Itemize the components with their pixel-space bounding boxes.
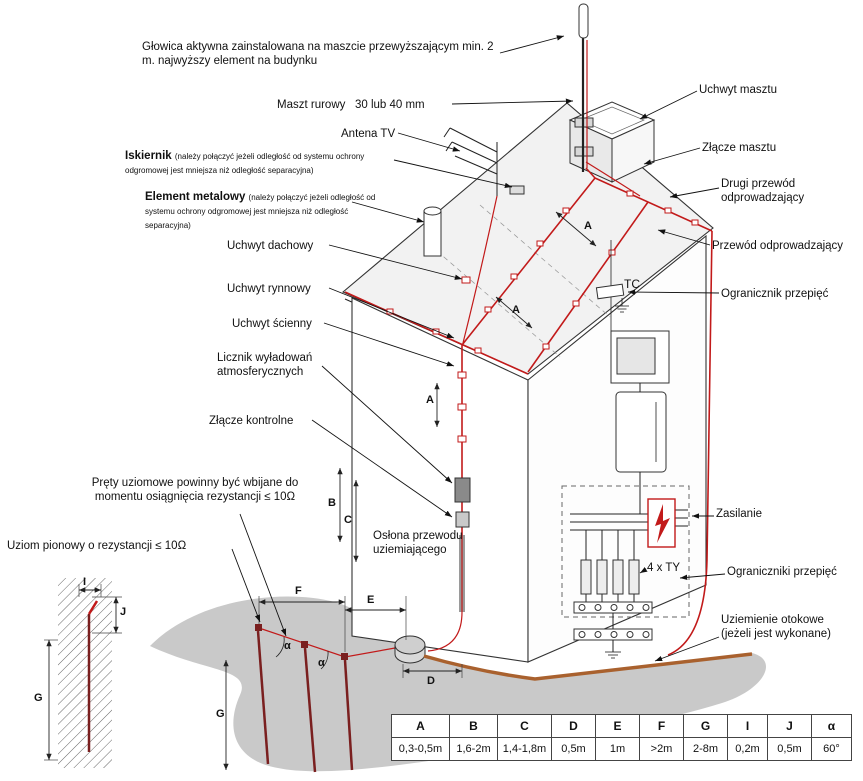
label-active-head: Głowica aktywna zainstalowana na maszcie… [142, 41, 494, 68]
dim-c: C [344, 514, 352, 526]
label-wall-holder: Uchwyt ścienny [232, 318, 312, 330]
vertical-earth-detail [44, 578, 122, 768]
inspection-pit-icon [394, 635, 426, 664]
dim-g: G [216, 708, 225, 720]
active-head-icon [578, 3, 589, 39]
chimney [568, 101, 656, 183]
table-header: J [767, 714, 812, 738]
lightning-counter-icon [454, 477, 471, 503]
label-gutter-holder: Uchwyt rynnowy [227, 283, 311, 295]
label-metal-element: Element metalowy (należy połączyć jeżeli… [145, 191, 376, 231]
table-cell: 2-8m [683, 737, 728, 761]
tc-device-icon [595, 283, 625, 300]
label-spark-gap: Iskiernik (należy połączyć jeżeli odległ… [125, 150, 365, 176]
dim-alpha: α [318, 657, 325, 669]
table-header: E [595, 714, 640, 738]
dim-e: E [367, 594, 375, 606]
dim-d: D [427, 675, 435, 687]
table-cell: 1m [595, 737, 640, 761]
label-power-supply: Zasilanie [716, 508, 763, 520]
table-header-row: A B C D E F G I J α [391, 714, 852, 738]
label-mast: Maszt rurowy 30 lub 40 mm [277, 99, 425, 111]
metal-element-icon [423, 206, 442, 257]
table-header: A [391, 714, 450, 738]
dim-i: I [83, 576, 87, 588]
label-test-joint: Złącze kontrolne [209, 415, 294, 427]
dim-a: A [584, 220, 592, 232]
table-cell: 1,4-1,8m [497, 737, 552, 761]
distribution-box [561, 485, 690, 618]
spark-gap-icon [509, 185, 525, 195]
test-joint-icon [455, 511, 470, 528]
surge-arresters-icon [580, 559, 640, 595]
earth-loop [423, 652, 753, 681]
table-cell: 0,5m [551, 737, 596, 761]
label-conductor-sheath: Osłona przewodu uziemiającego [373, 530, 463, 557]
label-mast-bracket: Uchwyt masztu [699, 84, 777, 96]
mast [578, 3, 589, 172]
ground-symbol-icon [615, 298, 629, 313]
cabinet-icon [615, 391, 667, 473]
down-conductor [427, 345, 471, 652]
ground-symbol-icon [605, 651, 621, 659]
surge-equipment [561, 240, 690, 659]
table-header: G [683, 714, 728, 738]
table-header: C [497, 714, 552, 738]
table-value-row: 0,3-0,5m 1,6-2m 1,4-1,8m 0,5m 1m >2m 2-8… [391, 737, 852, 761]
dim-f: F [295, 585, 302, 597]
tv-antenna-icon [443, 127, 498, 344]
label-vertical-earth: Uziom pionowy o rezystancji ≤ 10Ω [7, 540, 187, 552]
roof-conductors [344, 161, 713, 656]
dim-b: B [328, 497, 336, 509]
label-four-ty: 4 x TY [647, 562, 681, 574]
label-surge-limiter: Ogranicznik przepięć [721, 288, 829, 300]
table-cell: 0,2m [727, 737, 768, 761]
label-down-conductor: Przewód odprowadzający [712, 240, 844, 252]
dim-a: A [426, 394, 434, 406]
table-cell: 60° [811, 737, 852, 761]
table-cell: >2m [639, 737, 684, 761]
earth-rods [255, 624, 426, 773]
label-tc: TC [624, 277, 640, 291]
table-cell: 1,6-2m [449, 737, 498, 761]
table-cell: 0,5m [767, 737, 812, 761]
label-roof-holder: Uchwyt dachowy [227, 240, 314, 252]
dim-g: G [34, 692, 43, 704]
label-second-down-conductor: Drugi przewód odprowadzający [721, 178, 805, 205]
dim-alpha: α [284, 640, 291, 652]
table-header: F [639, 714, 684, 738]
dim-j: J [120, 606, 127, 618]
table-header: I [727, 714, 768, 738]
table-header: B [449, 714, 498, 738]
table-cell: 0,3-0,5m [391, 737, 450, 761]
label-earth-rods: Pręty uziomowe powinny być wbijane do mo… [91, 477, 299, 504]
label-surge-limiters: Ograniczniki przepięć [727, 566, 837, 578]
table-header: D [551, 714, 596, 738]
label-lightning-counter: Licznik wyładowań atmosferycznych [217, 352, 313, 379]
label-tv-antenna: Antena TV [341, 128, 396, 140]
table-header: α [811, 714, 852, 738]
label-mast-joint: Złącze masztu [702, 142, 777, 154]
leader-lines [231, 35, 726, 662]
label-ring-earthing: Uziemienie otokowe (jeżeli jest wykonane… [721, 614, 831, 641]
dim-a: A [512, 304, 520, 316]
dimension-table: A B C D E F G I J α 0,3-0,5m 1,6-2m 1,4-… [391, 714, 852, 761]
lightning-bolt-icon [655, 504, 670, 543]
